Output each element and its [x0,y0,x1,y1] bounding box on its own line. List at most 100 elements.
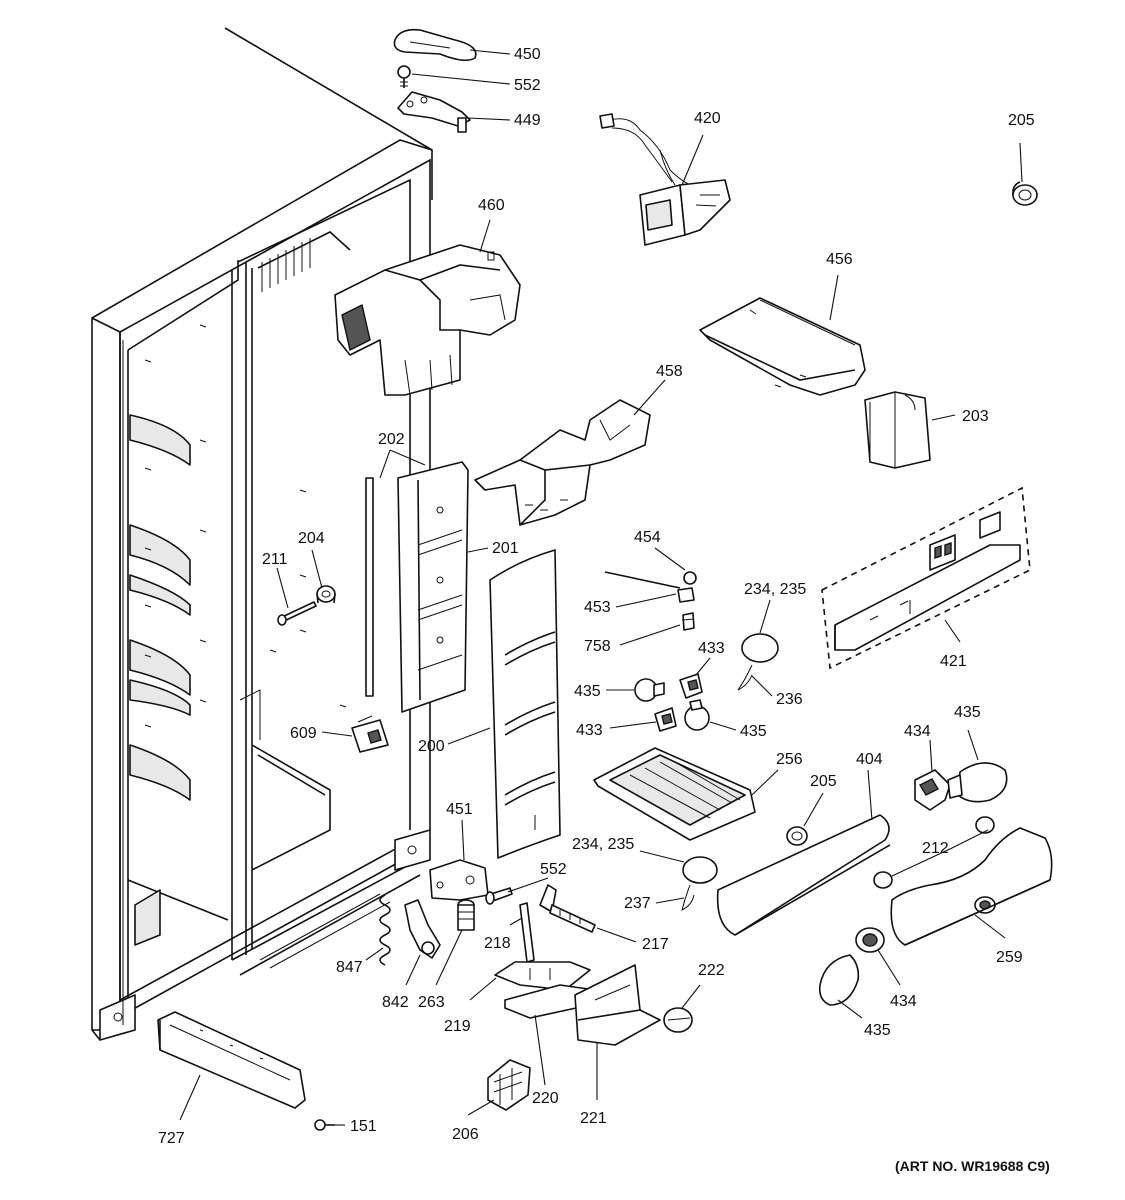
callout-263: 263 [418,994,445,1011]
rod-202 [365,477,374,697]
housing-221 [574,964,661,1046]
lamp-socket-433-bottom [654,707,677,732]
callout-758: 758 [584,638,611,655]
refrigerator-cabinet [91,27,433,1041]
callout-219: 219 [444,1018,471,1035]
callout-433-top: 433 [698,640,725,657]
lamp-cover-259 [890,827,1053,946]
tube-fitting-453-454-758 [604,571,697,631]
lamp-socket-433-top [679,673,703,699]
callout-421: 421 [940,653,967,670]
bulb-435-lower-right [818,954,860,1006]
control-panel-421 [821,486,1031,670]
disc-222 [663,1007,693,1033]
callout-205-lower: 205 [810,773,837,790]
switch-609 [351,715,389,753]
dispenser-switch-420 [599,113,731,246]
callout-435-right: 435 [740,723,767,740]
callout-435-lower-right: 435 [864,1022,891,1039]
callout-202: 202 [378,431,405,448]
air-duct-460 [334,244,521,396]
shelf-bracket-456 [699,297,866,396]
plug-212-b [873,871,893,889]
light-shield-404 [716,814,891,936]
plug-205-top [1012,181,1038,206]
callout-434-bottom: 434 [890,993,917,1010]
drip-tray-256 [593,747,756,841]
dispenser-panel-201 [397,461,469,713]
grille-206 [487,1059,531,1111]
rod-218 [519,902,535,963]
callout-456: 456 [826,251,853,268]
hinge-cover-450 [393,28,477,62]
leader-lines [179,49,1023,1126]
callout-206: 206 [452,1126,479,1143]
callout-237: 237 [624,895,651,912]
cradle-219 [494,961,591,991]
plug-205-lower [786,826,808,846]
lamp-socket-434-bottom [855,927,885,953]
callout-451: 451 [446,801,473,818]
screw-211 [277,601,317,626]
lever-842 [404,899,441,959]
lamp-cover-234-top [737,633,779,691]
callout-453: 453 [584,599,611,616]
bulb-435-upper-right [947,762,1008,803]
actuator-217 [539,884,596,933]
callout-234-235-bottom: 234, 235 [572,836,634,853]
callout-256: 256 [776,751,803,768]
callout-433-bottom: 433 [576,722,603,739]
callout-labels: 450 552 449 420 205 460 456 458 203 202 … [158,46,1035,1147]
plug-212-a [975,816,995,834]
cover-203 [864,391,931,469]
callout-201: 201 [492,540,519,557]
callout-435-left: 435 [574,683,601,700]
callout-420: 420 [694,110,721,127]
callout-212: 212 [922,840,949,857]
lamp-socket-434-top [914,769,951,811]
callout-203: 203 [962,408,989,425]
callout-458: 458 [656,363,683,380]
shroud-200 [489,549,561,859]
callout-460: 460 [478,197,505,214]
callout-236: 236 [776,691,803,708]
callout-218: 218 [484,935,511,952]
valve-263 [457,899,475,931]
callout-234-235-top: 234, 235 [744,581,806,598]
callout-220: 220 [532,1090,559,1107]
callout-454: 454 [634,529,661,546]
screw-552-top [397,65,411,88]
spacer-204 [316,585,336,604]
callout-222: 222 [698,962,725,979]
callout-847: 847 [336,959,363,976]
callout-552-lower: 552 [540,861,567,878]
callout-221: 221 [580,1110,607,1127]
callout-842: 842 [382,994,409,1011]
bulb-435-left [634,678,665,702]
bracket-451 [429,859,489,901]
callout-450: 450 [514,46,541,63]
spring-847 [379,894,391,966]
hinge-449 [397,91,471,133]
callout-609: 609 [290,725,317,742]
bulb-435-right [684,699,710,731]
screw-552-lower [485,887,513,905]
screw-151 [314,1119,335,1131]
callout-217: 217 [642,936,669,953]
callout-435-upper-right: 435 [954,704,981,721]
callout-434-top: 434 [904,723,931,740]
callout-259: 259 [996,949,1023,966]
lamp-cover-234-bottom [681,856,718,911]
callout-449: 449 [514,112,541,129]
art-number: (ART NO. WR19688 C9) [895,1158,1050,1174]
callout-404: 404 [856,751,883,768]
damper-duct-458 [474,399,651,526]
callout-204: 204 [298,530,325,547]
callout-552-top: 552 [514,77,541,94]
callout-200: 200 [418,738,445,755]
kickplate-727 [157,1011,306,1109]
callout-727: 727 [158,1130,185,1147]
callout-211: 211 [262,551,288,568]
callout-205-top: 205 [1008,112,1035,129]
